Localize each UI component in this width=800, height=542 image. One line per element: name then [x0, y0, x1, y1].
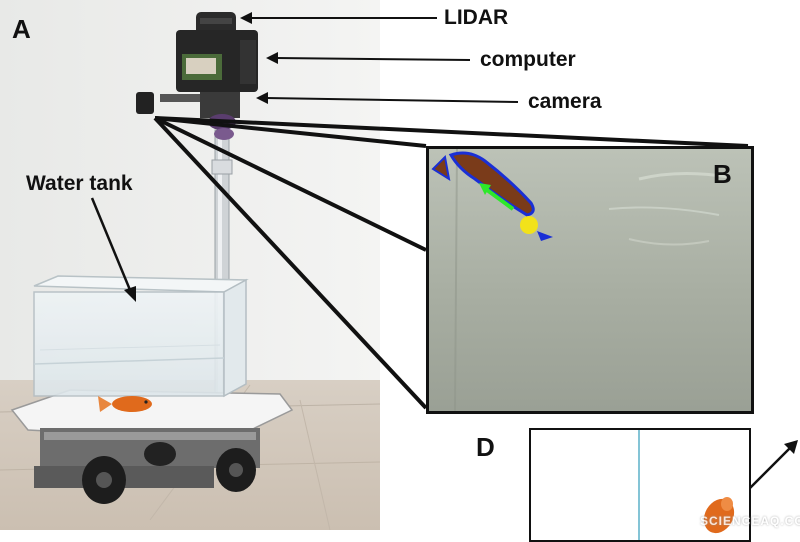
- target-point: [520, 216, 538, 234]
- lidar-label: LIDAR: [444, 6, 509, 29]
- panel-label-a: A: [12, 14, 31, 44]
- robot-photo: [0, 0, 380, 530]
- camera-view-inset: B: [426, 146, 754, 414]
- panel-label-b: B: [713, 159, 732, 189]
- water-tank-label: Water tank: [26, 172, 133, 195]
- heading-arrow: [479, 183, 515, 211]
- camera-view-drawing: [431, 149, 730, 411]
- robot-photo-drawing: [0, 0, 380, 530]
- tracked-fish: [431, 151, 535, 217]
- watermark: SCIENCEAQ.COM: [700, 514, 800, 528]
- computer-label: computer: [480, 48, 576, 71]
- tracking-window-inset: [529, 428, 751, 542]
- panel-label-d: D: [476, 432, 495, 462]
- camera-label: camera: [528, 90, 602, 113]
- tracking-window-drawing: [638, 430, 735, 540]
- projection-lines: [153, 12, 798, 489]
- goldfish-photo: [98, 396, 152, 412]
- goldfish-top-view: [703, 497, 735, 534]
